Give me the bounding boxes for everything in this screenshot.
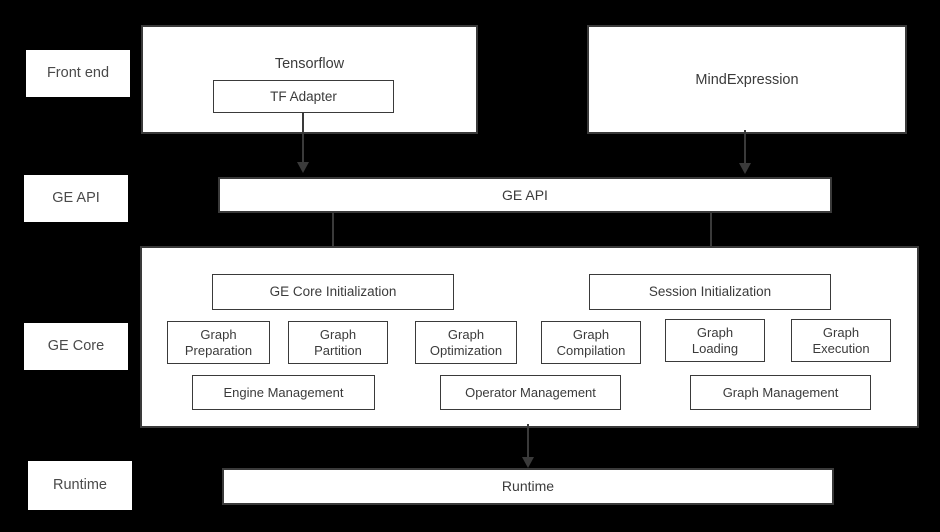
tensorflow-container[interactable]: Tensorflow (141, 25, 478, 134)
tier-label-runtime: Runtime (28, 461, 132, 510)
graph-preparation-box[interactable]: Graph Preparation (167, 321, 270, 364)
graph-partition-box[interactable]: Graph Partition (288, 321, 388, 364)
tensorflow-title: Tensorflow (274, 56, 345, 72)
operator-management-box[interactable]: Operator Management (440, 375, 621, 410)
engine-management-box[interactable]: Engine Management (192, 375, 375, 410)
runtime-bar[interactable]: Runtime (222, 468, 834, 505)
tier-label-ge-api: GE API (24, 175, 128, 222)
graph-loading-box[interactable]: Graph Loading (665, 319, 765, 362)
tier-label-ge-core: GE Core (24, 323, 128, 370)
graph-compilation-box[interactable]: Graph Compilation (541, 321, 641, 364)
tf-adapter-box[interactable]: TF Adapter (213, 80, 394, 113)
graph-execution-box[interactable]: Graph Execution (791, 319, 891, 362)
ge-core-initialization-box[interactable]: GE Core Initialization (212, 274, 454, 310)
ge-api-bar[interactable]: GE API (218, 177, 832, 213)
graph-management-box[interactable]: Graph Management (690, 375, 871, 410)
tier-label-front-end: Front end (26, 50, 130, 97)
graph-optimization-box[interactable]: Graph Optimization (415, 321, 517, 364)
mindexpression-title: MindExpression (695, 72, 799, 88)
mindexpression-container[interactable]: MindExpression (587, 25, 907, 134)
session-initialization-box[interactable]: Session Initialization (589, 274, 831, 310)
